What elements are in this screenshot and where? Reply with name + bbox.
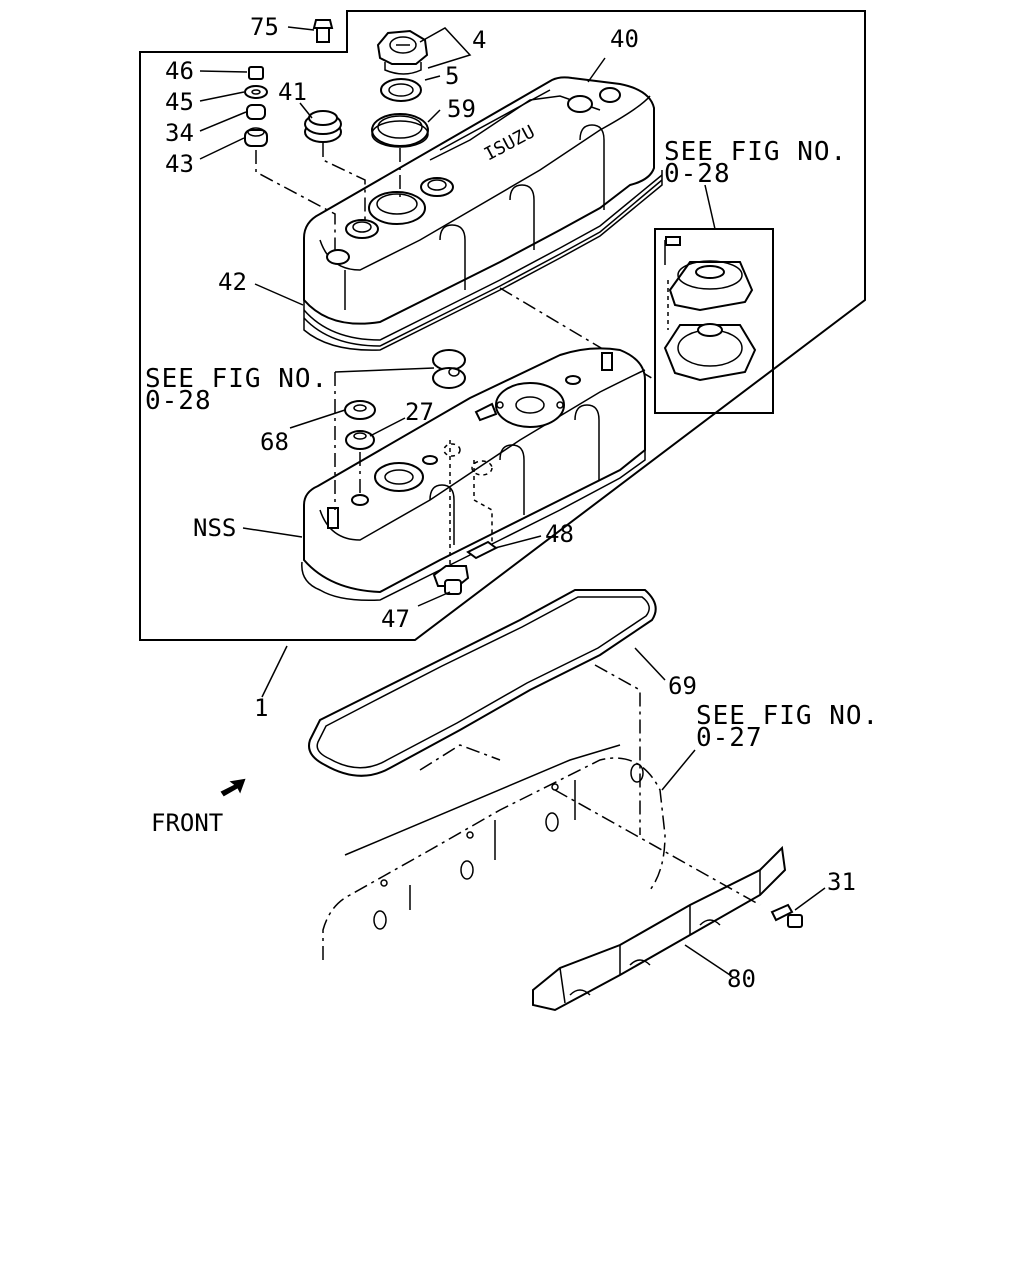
front-label: FRONT (151, 809, 223, 837)
part-labels: 75 4 40 46 45 34 43 41 5 59 42 68 27 NSS… (165, 13, 856, 993)
bolt-75 (312, 19, 334, 43)
hidden-line-48 (473, 460, 493, 545)
washer-68 (344, 400, 376, 420)
part-47 (432, 565, 470, 595)
ref-fig-028-top: SEE FIG NO. 0-28 (664, 137, 847, 189)
gasket-69 (308, 589, 657, 777)
label-46: 46 (165, 57, 194, 85)
ref-028-mid-line1: SEE FIG NO. (145, 364, 328, 394)
label-75: 75 (250, 13, 279, 41)
label-80: 80 (727, 965, 756, 993)
label-40: 40 (610, 25, 639, 53)
ref-027-line1: SEE FIG NO. (696, 701, 879, 731)
plug-part (432, 349, 466, 389)
grommet-27 (345, 430, 375, 450)
ref-fig-027: SEE FIG NO. 0-27 (696, 701, 879, 753)
assembly-frame (139, 10, 866, 641)
label-43: 43 (165, 150, 194, 178)
label-27: 27 (405, 398, 434, 426)
ref-line-box (499, 287, 656, 381)
bolt-31 (770, 903, 803, 928)
label-1: 1 (254, 694, 268, 722)
axis-line-31 (554, 789, 761, 906)
label-4: 4 (472, 26, 486, 54)
label-nss: NSS (193, 514, 236, 542)
leader-lines (199, 26, 826, 976)
label-69: 69 (668, 672, 697, 700)
label-59: 59 (447, 95, 476, 123)
grommet-41 (304, 110, 342, 143)
label-42: 42 (218, 268, 247, 296)
axis-line-stack (255, 150, 336, 250)
seal-59 (371, 113, 429, 148)
front-arrow-icon (220, 778, 246, 797)
label-5: 5 (445, 62, 459, 90)
label-68: 68 (260, 428, 289, 456)
oil-cap-4 (376, 29, 429, 75)
label-31: 31 (827, 868, 856, 896)
ref-fig-028-mid: SEE FIG NO. 0-28 (145, 364, 328, 416)
label-41: 41 (278, 78, 307, 106)
valve-cover-lower (301, 347, 646, 602)
valve-cover-upper: ISUZU (303, 76, 663, 351)
shield-80 (532, 845, 787, 1012)
engine-block-outline (322, 664, 666, 960)
small-parts-stack (244, 66, 268, 147)
breather-detail-box (654, 228, 774, 414)
label-48: 48 (545, 520, 574, 548)
label-34: 34 (165, 119, 194, 147)
seal-5 (380, 78, 422, 102)
ref-028-mid-line2: 0-28 (145, 386, 212, 416)
ref-028-top-line2: 0-28 (664, 159, 731, 189)
ref-028-top-line1: SEE FIG NO. (664, 137, 847, 167)
label-45: 45 (165, 88, 194, 116)
label-47: 47 (381, 605, 410, 633)
axis-line-41 (322, 143, 366, 222)
ref-027-line2: 0-27 (696, 723, 763, 753)
